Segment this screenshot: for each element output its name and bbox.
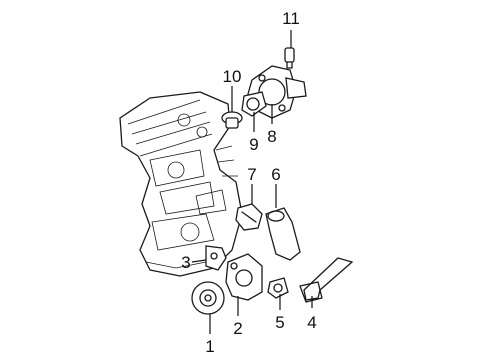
gasket-drawing <box>241 91 267 117</box>
pipe-gasket-drawing <box>267 277 289 299</box>
water-pump-drawing <box>191 281 225 315</box>
callout-7: 7 <box>247 165 256 184</box>
thermostat-drawing <box>221 111 243 129</box>
water-inlet-drawing <box>265 207 301 261</box>
water-pump-housing-drawing <box>225 253 263 301</box>
water-outlet-pipe-drawing <box>235 203 263 231</box>
callout-9: 9 <box>249 135 258 154</box>
callout-labels: 11 10 9 8 7 6 3 2 1 5 4 <box>181 9 316 356</box>
callout-4: 4 <box>307 313 316 332</box>
callout-10: 10 <box>223 67 242 86</box>
callout-1: 1 <box>205 337 214 356</box>
callout-3: 3 <box>181 253 190 272</box>
callout-2: 2 <box>233 319 242 338</box>
leader-3 <box>191 259 207 263</box>
callout-5: 5 <box>275 313 284 332</box>
temperature-sensor-drawing <box>284 47 295 69</box>
callout-11: 11 <box>282 9 300 28</box>
callout-6: 6 <box>271 165 280 184</box>
callout-leaders <box>191 30 313 334</box>
coolant-pipe-drawing <box>299 257 354 303</box>
bracket-drawing <box>205 245 227 271</box>
callout-8: 8 <box>267 127 276 146</box>
